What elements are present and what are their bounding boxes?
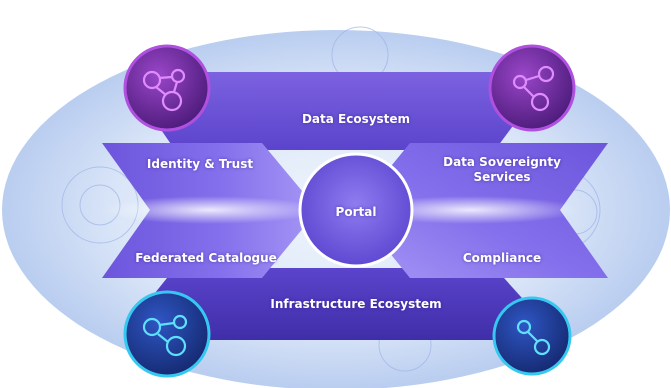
portal-circle (298, 152, 414, 268)
data-sovereignty-services-label: Data Sovereignty Services (443, 155, 561, 184)
left-glow (100, 196, 320, 224)
compliance-label: Compliance (462, 251, 542, 265)
identity-trust-label: Identity & Trust (146, 157, 254, 171)
network-node-icon (488, 44, 576, 132)
data-ecosystem-band (135, 72, 538, 150)
network-node-icon (492, 296, 572, 376)
network-node-icon (123, 290, 211, 378)
federated-catalogue-label: Federated Catalogue (135, 251, 277, 265)
infrastructure-ecosystem-band (135, 268, 540, 340)
network-node-icon (123, 44, 211, 132)
infrastructure-ecosystem-label: Infrastructure Ecosystem (270, 297, 442, 311)
portal-label: Portal (335, 205, 377, 219)
right-glow (360, 196, 580, 224)
data-ecosystem-label: Data Ecosystem (301, 112, 411, 126)
